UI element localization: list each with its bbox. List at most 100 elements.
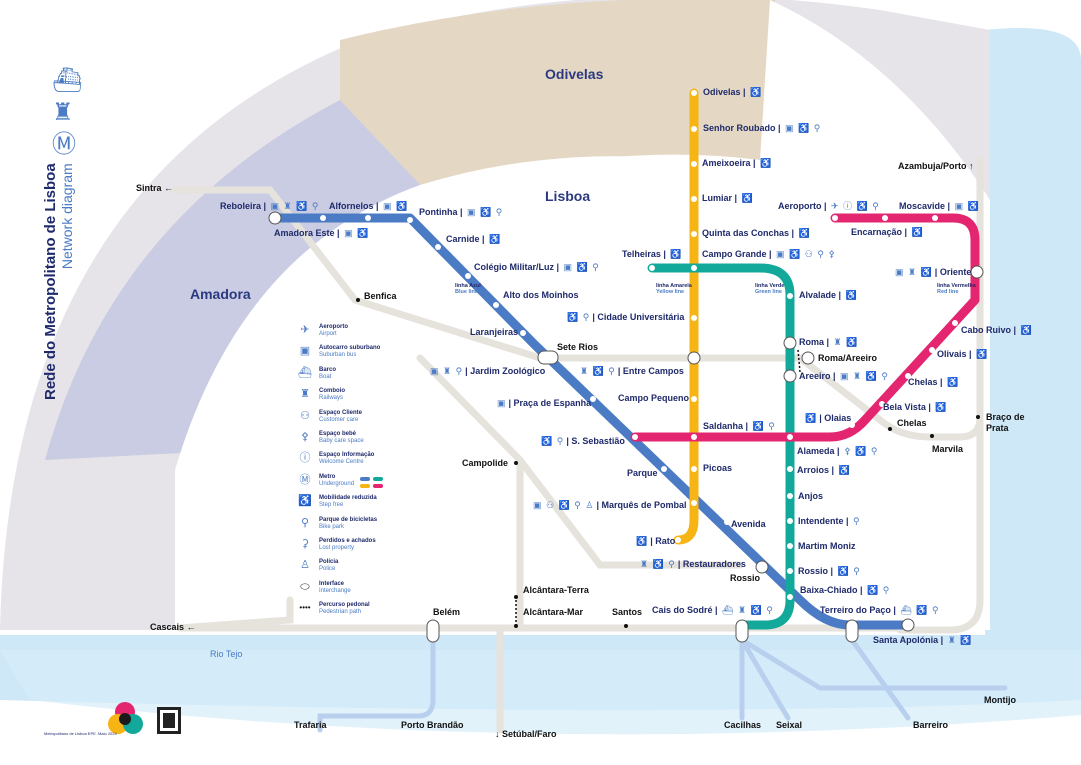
rail-setubal-faro[interactable]: ↓ Setúbal/Faro (495, 729, 557, 739)
station-rossio[interactable]: Rossio | ♿ ⚲ (798, 566, 861, 576)
station-campo-grande[interactable]: Campo Grande | ▣ ♿ ⚇ ⚲ ⚴ (702, 249, 837, 259)
metro-icon: Ⓜ (299, 473, 311, 486)
rail-alcantara-terra[interactable]: Alcântara-Terra (523, 585, 589, 595)
station-colegio-militar[interactable]: Colégio Militar/Luz | ▣ ♿ ⚲ (474, 262, 600, 272)
station-s-sebastiao[interactable]: ♿ ⚲| S. Sebastião (541, 436, 625, 446)
station-restauradores[interactable]: ♜ ♿ ⚲| Restauradores (640, 559, 746, 569)
station-praca-de-espanha[interactable]: ▣| Praça de Espanha (497, 398, 592, 408)
baby-icon: ⚴ (300, 430, 310, 443)
station-olivais[interactable]: Olivais | ♿ (937, 349, 989, 359)
station-cabo-ruivo[interactable]: Cabo Ruivo | ♿ (961, 325, 1033, 335)
boat-icon: ⛴ (298, 366, 312, 379)
metro-icon: Ⓜ (52, 131, 76, 158)
station-parque[interactable]: Parque (627, 468, 658, 478)
rail-campolide[interactable]: Campolide (462, 458, 509, 468)
station-quinta-das-conchas[interactable]: Quinta das Conchas | ♿ (702, 228, 811, 238)
station-martim-moniz[interactable]: Martim Moniz (798, 541, 856, 551)
train-icon: ♜ (300, 388, 310, 401)
ferry-seixal[interactable]: Seixal (776, 720, 803, 730)
station-alameda[interactable]: Alameda | ⚴ ♿ ⚲ (797, 446, 879, 456)
station-ameixoeira[interactable]: Ameixoeira | ♿ (702, 158, 773, 168)
rail-braco-de-prata[interactable]: Braço de Prata (986, 412, 1025, 433)
title-en: Network diagram (59, 163, 75, 270)
interchange-icon: ⬭ (300, 580, 310, 593)
rail-chelas[interactable]: Chelas (897, 418, 927, 428)
rail-belem[interactable]: Belém (433, 607, 461, 617)
station-entre-campos[interactable]: ♜ ♿ ⚲| Entre Campos (580, 366, 684, 376)
station-picoas[interactable]: Picoas (703, 463, 733, 473)
station-saldanha[interactable]: Saldanha | ♿ ⚲ (703, 421, 776, 431)
station-jardim-zoologico[interactable]: ▣ ♜ ⚲| Jardim Zoológico (430, 366, 546, 376)
station-terreiro-do-paco[interactable]: Terreiro do Paço | ⛴ ♿ ⚲ (820, 605, 940, 615)
station-campo-pequeno[interactable]: Campo Pequeno (618, 393, 690, 403)
station-oriente[interactable]: ▣ ♜ ♿| Oriente (895, 267, 972, 277)
station-aeroporto[interactable]: Aeroporto | ✈ ⓘ ♿ ⚲ (778, 201, 880, 211)
rail-marvila[interactable]: Marvila (932, 444, 964, 454)
station-bela-vista[interactable]: Bela Vista | ♿ (883, 402, 948, 412)
station-chelas[interactable]: Chelas | ♿ (908, 377, 960, 387)
station-pontinha[interactable]: Pontinha | ▣ ♿ ⚲ (419, 207, 504, 217)
wheelchair-icon: ♿ (298, 495, 312, 508)
station-lumiar[interactable]: Lumiar | ♿ (702, 193, 754, 203)
rail-sintra[interactable]: Sintra ← (136, 183, 174, 193)
station-areeiro[interactable]: Areeiro | ▣ ♜ ♿ ⚲ (799, 371, 889, 381)
police-icon: ♙ (300, 559, 310, 572)
station-rato[interactable]: ♿| Rato (636, 536, 676, 546)
station-olaias[interactable]: ♿| Olaias (805, 413, 852, 423)
station-senhor-roubado[interactable]: Senhor Roubado | ▣ ♿ ⚲ (703, 123, 822, 133)
station-telheiras[interactable]: Telheiras | ♿ (622, 249, 683, 259)
station-santa-apolonia[interactable]: Santa Apolónia | ♜ ♿ (873, 635, 973, 645)
station-amadora-este[interactable]: Amadora Este | ▣ ♿ (274, 228, 370, 238)
station-carnide[interactable]: Carnide | ♿ (446, 234, 502, 244)
station-alto-dos-moinhos[interactable]: Alto dos Moinhos (503, 290, 579, 300)
region-amadora (45, 100, 430, 460)
ferry-montijo[interactable]: Montijo (984, 695, 1016, 705)
rail-sete-rios[interactable]: Sete Rios (557, 342, 599, 352)
ferry-trafaria[interactable]: Trafaria (294, 720, 327, 730)
station-marques-de-pombal[interactable]: ▣ ⚇ ♿ ⚲ ♙| Marquês de Pombal (533, 500, 687, 510)
station-cais-do-sodre[interactable]: Cais do Sodré | ⛴ ♜ ♿ ⚲ (652, 605, 774, 615)
station-moscavide[interactable]: Moscavide | ▣ ♿ (899, 201, 980, 211)
footer-text: Metropolitano de Lisboa EPE. Maio 2024 (44, 731, 117, 736)
customer-care-icon: ⚇ (300, 409, 310, 422)
ferry-porto-brandao[interactable]: Porto Brandão (401, 720, 464, 730)
station-odivelas[interactable]: Odivelas | ♿ (703, 87, 763, 97)
station-alfornelos[interactable]: Alfornelos | ▣ ♿ (329, 201, 409, 211)
rail-roma-areeiro[interactable]: Roma/Areeiro (818, 353, 878, 363)
station-encarnacao[interactable]: Encarnação | ♿ (851, 227, 924, 237)
station-baixa-chiado[interactable]: Baixa-Chiado | ♿ ⚲ (800, 585, 891, 595)
station-laranjeiras[interactable]: Laranjeiras (470, 327, 519, 337)
ferry-cacilhas[interactable]: Cacilhas (724, 720, 762, 730)
ferry-barreiro[interactable]: Barreiro (913, 720, 949, 730)
rail-santos[interactable]: Santos (612, 607, 643, 617)
station-arroios[interactable]: Arroios | ♿ (797, 465, 851, 475)
title-icons: ⛴♜Ⓜ (52, 65, 82, 161)
rail-benfica[interactable]: Benfica (364, 291, 397, 301)
station-alvalade[interactable]: Alvalade | ♿ (799, 290, 858, 300)
station-avenida[interactable]: Avenida (731, 519, 766, 529)
station-intendente[interactable]: Intendente | ⚲ (798, 516, 861, 526)
line-yellow (673, 88, 699, 545)
metro-line-swatches (360, 474, 384, 488)
station-reboleira[interactable]: Reboleira | ▣ ♜ ♿ ⚲ (220, 201, 320, 211)
rail-azambuja-porto[interactable]: Azambuja/Porto ↑ (898, 161, 974, 171)
rail-rossio[interactable]: Rossio (730, 573, 761, 583)
station-cidade-universitaria[interactable]: ♿ ⚲| Cidade Universitária (567, 312, 685, 322)
region-amadora-label: Amadora (190, 286, 251, 302)
station-anjos[interactable]: Anjos (798, 491, 824, 501)
boat-icon: ⛴ (52, 67, 83, 94)
rail-alcantara-mar[interactable]: Alcântara-Mar (523, 607, 584, 617)
rail-cascais[interactable]: Cascais ← (150, 622, 196, 632)
station-roma[interactable]: Roma | ♜ ♿ (799, 337, 859, 347)
